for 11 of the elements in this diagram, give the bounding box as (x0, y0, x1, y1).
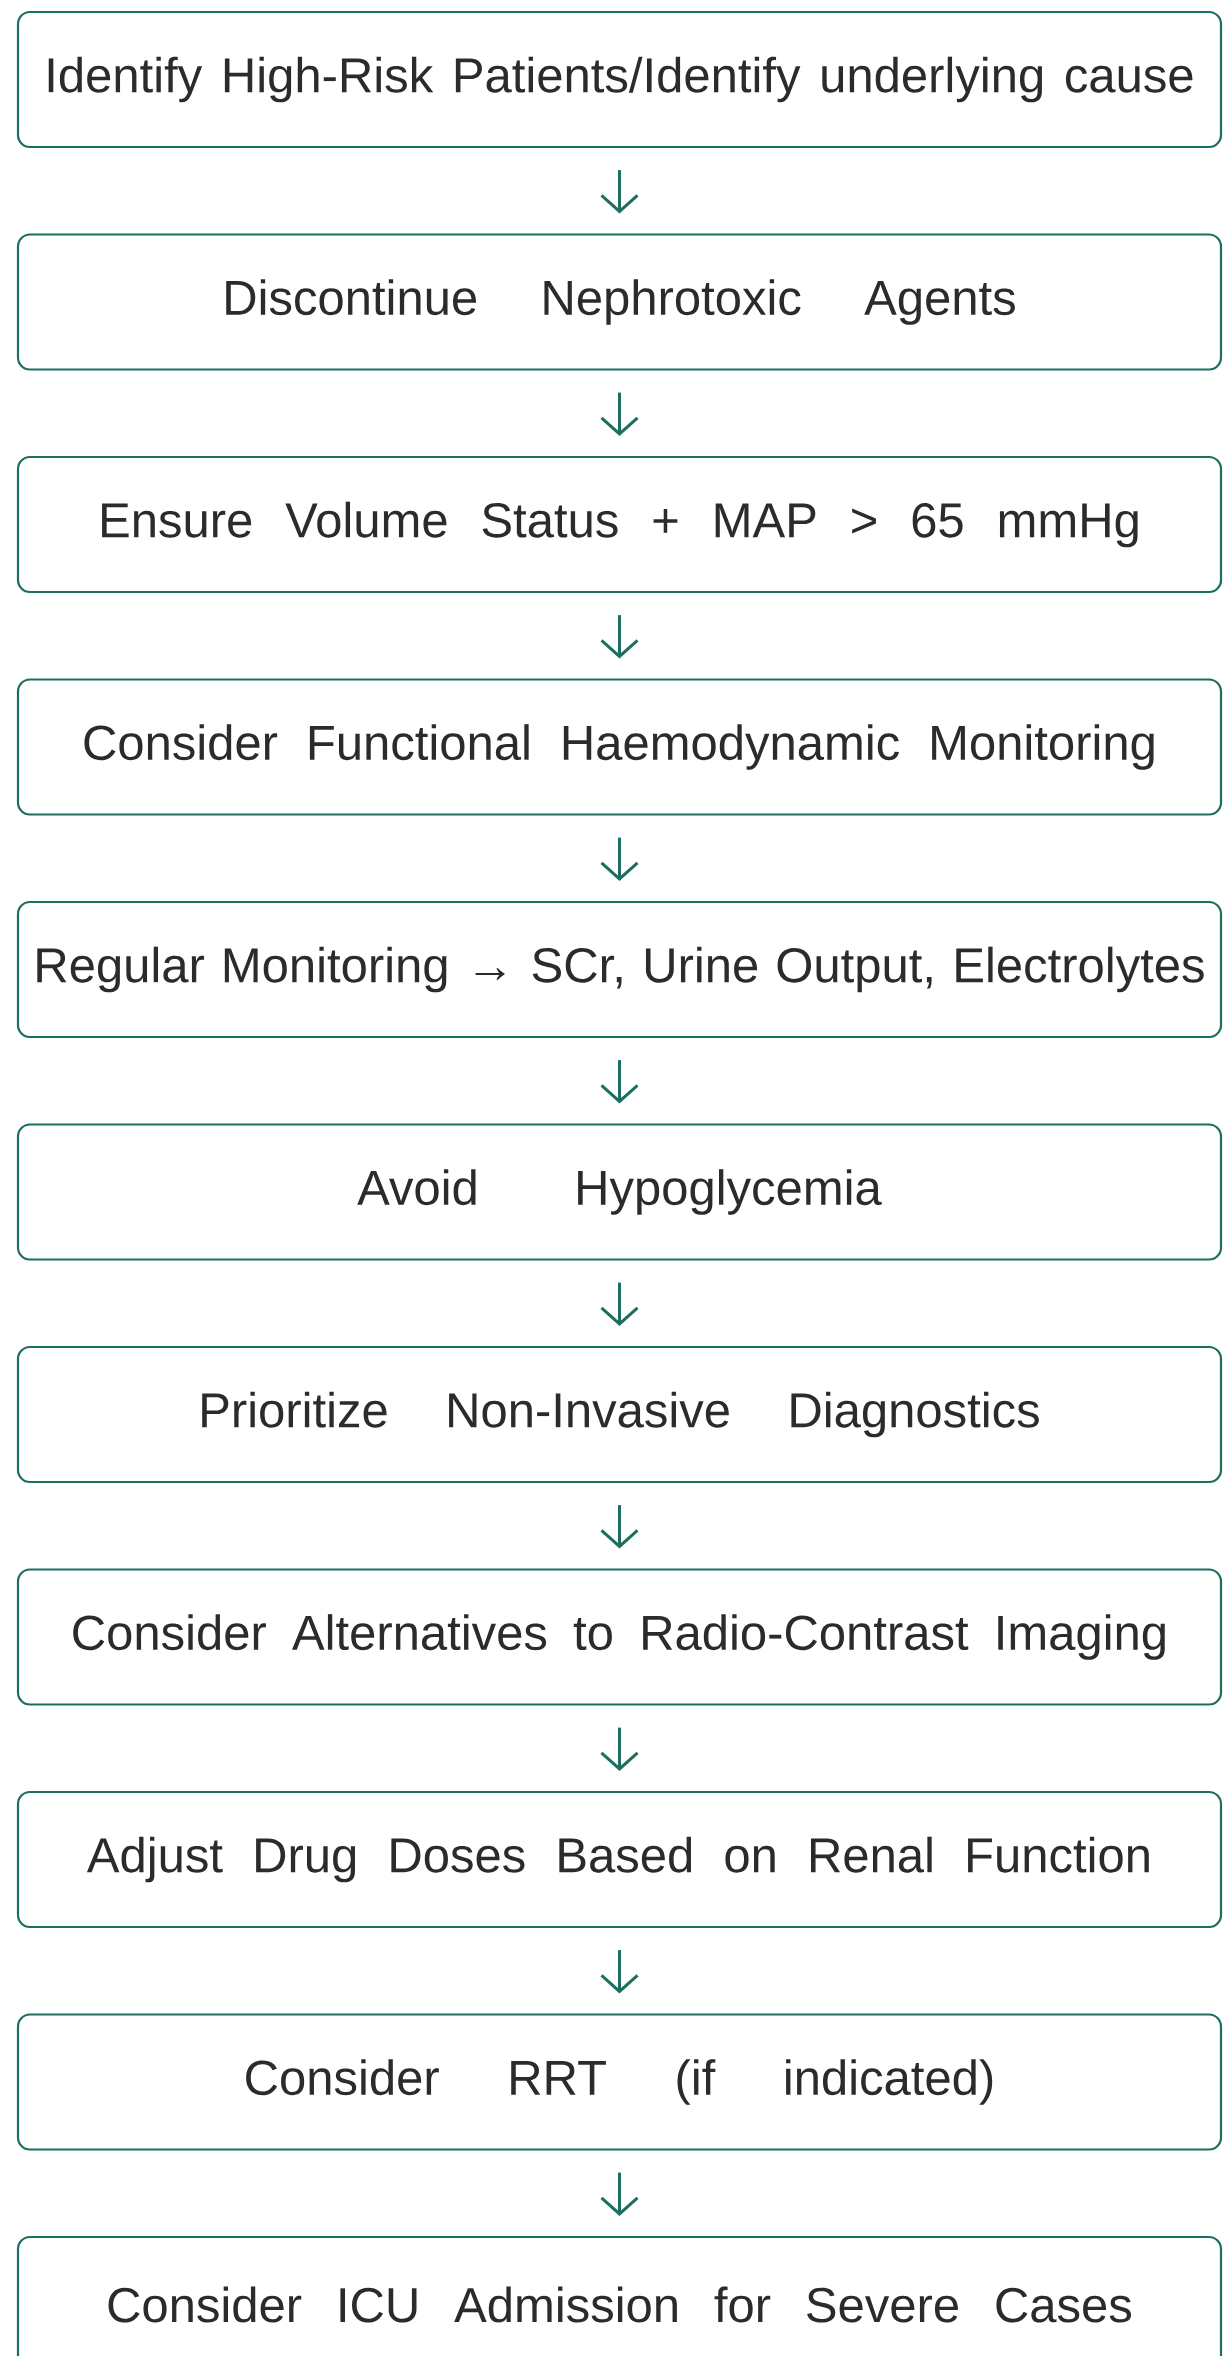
process-box: Avoid Hypoglycemia (16, 1123, 1223, 1261)
process-box: Regular Monitoring → SCr, Urine Output, Electrolytes (16, 900, 1223, 1039)
process-box: Ensure Volume Status + MAP > 65 mmHg (16, 455, 1223, 594)
process-box: Consider Alternatives to Radio-Contrast Imaging (16, 1568, 1223, 1706)
process-box: Discontinue Nephrotoxic Agents (16, 233, 1223, 371)
process-box: Consider Functional Haemodynamic Monitoring (16, 678, 1223, 816)
process-box: Adjust Drug Doses Based on Renal Function (16, 1790, 1223, 1929)
process-box: Identify High-Risk Patients/Identify underlying cause (16, 10, 1223, 149)
process-box: Consider ICU Admission for Severe Cases (16, 2235, 1223, 2356)
process-box: Consider RRT (if indicated) (16, 2013, 1223, 2151)
process-box: Prioritize Non-Invasive Diagnostics (16, 1345, 1223, 1484)
